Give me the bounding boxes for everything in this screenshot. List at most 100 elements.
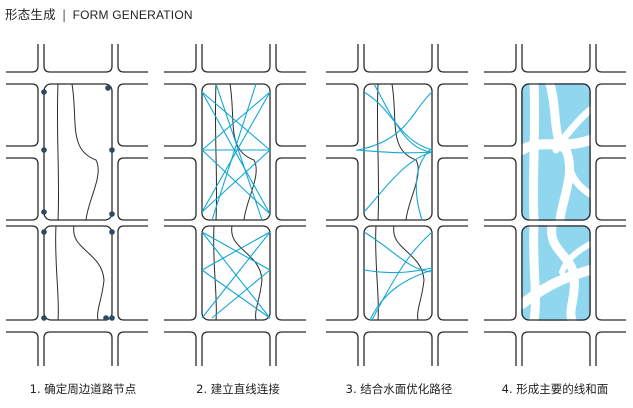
right-block bbox=[595, 157, 626, 221]
inner-path bbox=[71, 83, 99, 221]
right-block bbox=[595, 225, 626, 321]
right-block bbox=[595, 83, 626, 147]
road-edge bbox=[117, 331, 148, 366]
road-edge bbox=[164, 331, 197, 366]
optimized-path bbox=[355, 149, 433, 154]
optimized-path bbox=[363, 267, 433, 274]
right-block bbox=[275, 83, 306, 147]
panel-4 bbox=[484, 44, 626, 366]
main-path bbox=[545, 79, 575, 225]
central-block-top bbox=[521, 83, 591, 221]
road-edge bbox=[437, 44, 468, 73]
step-2-caption: 2. 建立直线连接 bbox=[196, 382, 280, 396]
main-path bbox=[529, 221, 540, 325]
central-block-bottom bbox=[363, 225, 433, 321]
road-node bbox=[109, 147, 115, 153]
left-block bbox=[484, 157, 517, 221]
left-block bbox=[484, 83, 517, 147]
left-block bbox=[484, 225, 517, 321]
right-block bbox=[117, 83, 148, 147]
central-block-bottom bbox=[521, 225, 591, 321]
road-node bbox=[41, 89, 47, 95]
right-block bbox=[437, 225, 468, 321]
road-edge bbox=[521, 331, 591, 366]
right-block bbox=[275, 157, 306, 221]
inner-path bbox=[375, 225, 379, 321]
right-block bbox=[437, 157, 468, 221]
inner-path bbox=[231, 225, 263, 321]
right-block bbox=[117, 225, 148, 321]
road-edge bbox=[363, 44, 433, 73]
road-node bbox=[109, 229, 115, 235]
road-edge bbox=[326, 44, 359, 73]
panel-2 bbox=[164, 44, 306, 366]
inner-path bbox=[213, 225, 217, 321]
road-edge bbox=[275, 44, 306, 73]
road-edge bbox=[326, 331, 359, 366]
central-block-bottom bbox=[201, 225, 271, 321]
step-4-caption: 4. 形成主要的线和面 bbox=[501, 382, 609, 396]
title-separator: | bbox=[62, 7, 67, 22]
connection-line bbox=[201, 231, 271, 319]
road-edge bbox=[484, 331, 517, 366]
connection-line bbox=[201, 91, 271, 151]
road-edge bbox=[6, 331, 39, 366]
central-block-top bbox=[43, 83, 113, 221]
left-block bbox=[6, 225, 39, 321]
road-node bbox=[105, 85, 111, 91]
left-block bbox=[326, 157, 359, 221]
road-edge bbox=[595, 44, 626, 73]
road-edge bbox=[164, 44, 197, 73]
connection-line bbox=[201, 91, 271, 213]
optimized-path bbox=[357, 91, 433, 151]
inner-path bbox=[376, 83, 380, 221]
road-edge bbox=[595, 331, 626, 366]
main-path bbox=[547, 221, 579, 325]
road-edge bbox=[201, 44, 271, 73]
road-edge bbox=[363, 331, 433, 366]
inner-path bbox=[55, 225, 59, 321]
optimized-path bbox=[373, 83, 433, 153]
road-edge bbox=[484, 44, 517, 73]
inner-path bbox=[391, 83, 419, 221]
road-edge bbox=[43, 44, 113, 73]
main-path bbox=[552, 106, 594, 154]
central-block-top bbox=[201, 83, 271, 221]
title-chinese: 形态生成 bbox=[5, 7, 56, 22]
panel-1 bbox=[6, 44, 148, 366]
step-3-caption: 3. 结合水面优化路径 bbox=[345, 382, 453, 396]
road-node bbox=[41, 209, 47, 215]
connection-line bbox=[211, 83, 257, 221]
road-edge bbox=[117, 44, 148, 73]
connection-line bbox=[211, 269, 271, 319]
road-node bbox=[109, 211, 115, 217]
connection-line bbox=[201, 149, 271, 213]
step-1-caption: 1. 确定周边道路节点 bbox=[29, 382, 137, 396]
main-path bbox=[564, 158, 594, 198]
left-block bbox=[326, 225, 359, 321]
main-path bbox=[517, 135, 595, 155]
left-block bbox=[6, 157, 39, 221]
optimized-path bbox=[369, 269, 433, 321]
central-block-bottom bbox=[43, 225, 113, 321]
road-node bbox=[41, 147, 47, 153]
main-path bbox=[559, 241, 593, 275]
form-generation-diagram bbox=[6, 44, 626, 366]
right-block bbox=[437, 83, 468, 147]
inner-path bbox=[73, 225, 105, 321]
road-edge bbox=[43, 331, 113, 366]
optimized-path bbox=[363, 151, 433, 213]
left-block bbox=[164, 83, 197, 147]
main-path bbox=[517, 265, 595, 309]
connection-line bbox=[201, 231, 271, 271]
right-block bbox=[117, 157, 148, 221]
page-title: 形态生成 | FORM GENERATION bbox=[5, 4, 193, 23]
left-block bbox=[164, 157, 197, 221]
inner-path bbox=[56, 83, 60, 221]
road-node bbox=[41, 315, 47, 321]
right-block bbox=[275, 225, 306, 321]
road-node bbox=[103, 315, 109, 321]
connection-line bbox=[201, 149, 271, 215]
road-edge bbox=[521, 44, 591, 73]
title-english: FORM GENERATION bbox=[72, 8, 193, 22]
